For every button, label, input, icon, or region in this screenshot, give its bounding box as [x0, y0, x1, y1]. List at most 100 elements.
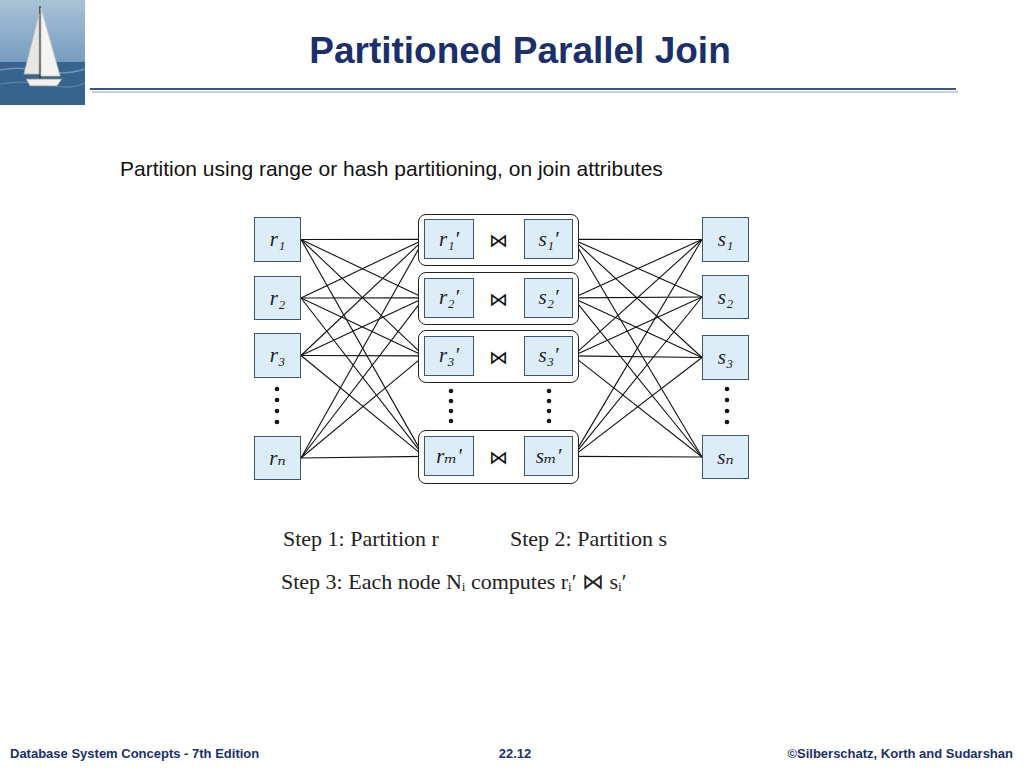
- dot: [449, 409, 454, 414]
- relation-box: r₂: [254, 276, 301, 320]
- step-text: Step 1: Partition r: [283, 526, 439, 552]
- dot: [275, 409, 280, 414]
- partition-line: [301, 239, 424, 298]
- partition-line: [573, 239, 702, 297]
- partition-line: [301, 239, 424, 240]
- relation-name: s₂′: [538, 285, 558, 310]
- dot: [449, 389, 454, 394]
- relation-box: rₘ′: [424, 436, 474, 476]
- relation-box: s₃: [702, 335, 749, 380]
- partition-line: [301, 298, 424, 356]
- partition-line: [573, 240, 702, 298]
- partition-line: [573, 239, 702, 240]
- relation-box: s₂′: [524, 278, 573, 318]
- join-symbol: ⋈: [489, 346, 508, 368]
- sailboat-picture: [0, 0, 85, 105]
- partition-line: [573, 239, 702, 457]
- join-symbol: ⋈: [489, 229, 508, 251]
- partition-line: [573, 356, 702, 457]
- relation-box: sₘ′: [524, 436, 573, 476]
- partition-line: [301, 239, 424, 355]
- join-group: ⋈ r₁′ s₁′: [418, 214, 579, 266]
- partition-line: [573, 240, 702, 457]
- relation-box: r₃′: [424, 336, 474, 376]
- slide-title: Partitioned Parallel Join: [0, 30, 1024, 72]
- dot: [275, 420, 280, 425]
- hull: [26, 79, 62, 86]
- partition-line: [573, 298, 702, 457]
- relation-name: rₘ′: [436, 444, 462, 469]
- page-number: 22.12: [465, 746, 565, 761]
- partition-line: [301, 456, 424, 458]
- mast: [39, 6, 41, 80]
- join-group: ⋈ r₃′ s₃′: [418, 330, 579, 383]
- relation-name: sₙ: [717, 445, 734, 470]
- partition-line: [301, 355, 424, 356]
- title-rule: [90, 88, 956, 90]
- relation-name: r₁: [270, 227, 285, 252]
- relation-box: s₃′: [524, 336, 573, 376]
- relation-name: r₃′: [439, 343, 459, 368]
- dot: [275, 387, 280, 392]
- dot: [725, 409, 730, 414]
- partition-line: [573, 297, 702, 456]
- relation-box: r₂′: [424, 278, 474, 318]
- continuation-dots: [275, 387, 730, 425]
- main-sail: [41, 8, 60, 76]
- partition-line: [573, 297, 702, 356]
- footer-text: Database System Concepts - 7th Edition: [10, 746, 259, 761]
- dot: [547, 399, 552, 404]
- dot: [547, 419, 552, 424]
- dot: [547, 389, 552, 394]
- relation-name: s₂: [718, 285, 733, 310]
- dot: [275, 398, 280, 403]
- relation-name: r₂: [270, 286, 285, 311]
- join-symbol: ⋈: [489, 288, 508, 310]
- relation-box: r₁′: [424, 219, 474, 259]
- partition-line: [573, 239, 702, 357]
- relation-box: s₁: [702, 217, 749, 262]
- partition-line: [301, 240, 424, 298]
- relation-name: s₁: [718, 227, 733, 252]
- relation-name: r₁′: [439, 227, 459, 252]
- relation-name: rₙ: [269, 446, 286, 471]
- dot: [725, 420, 730, 425]
- step-text: Step 2: Partition s: [510, 526, 667, 552]
- relation-box: s₁′: [524, 219, 573, 259]
- join-symbol: ⋈: [489, 446, 508, 468]
- relation-name: r₃: [270, 343, 285, 368]
- title-rule-shadow: [92, 91, 958, 93]
- dot: [449, 419, 454, 424]
- partition-line: [573, 456, 702, 458]
- partition-line: [301, 240, 424, 356]
- relation-name: s₁′: [538, 227, 558, 252]
- relation-box: r₃: [254, 333, 301, 378]
- dot: [547, 409, 552, 414]
- partition-line: [301, 356, 424, 458]
- partition-line: [301, 298, 424, 458]
- copyright-text: ©Silberschatz, Korth and Sudarshan: [787, 746, 1013, 761]
- join-group: ⋈ rₘ′ sₘ′: [418, 430, 579, 484]
- dot: [725, 398, 730, 403]
- relation-name: sₘ′: [536, 444, 562, 469]
- partition-line: [301, 239, 424, 458]
- partition-line: [573, 356, 702, 358]
- dot: [725, 387, 730, 392]
- picture-background: [0, 0, 85, 105]
- relation-box: s₂: [702, 275, 749, 319]
- relation-box: rₙ: [254, 436, 301, 480]
- subtitle-text: Partition using range or hash partitioni…: [120, 157, 663, 181]
- step-text: Step 3: Each node Nᵢ computes rᵢ′ ⋈ sᵢ′: [281, 569, 626, 595]
- partition-line: [301, 298, 424, 356]
- relation-name: r₂′: [439, 285, 459, 310]
- relation-box: sₙ: [702, 435, 749, 479]
- relation-name: s₃′: [538, 343, 558, 368]
- relation-box: r₁: [254, 217, 301, 262]
- relation-name: s₃: [718, 345, 733, 370]
- jib-sail: [24, 14, 39, 74]
- join-group: ⋈ r₂′ s₂′: [418, 272, 579, 325]
- dot: [449, 399, 454, 404]
